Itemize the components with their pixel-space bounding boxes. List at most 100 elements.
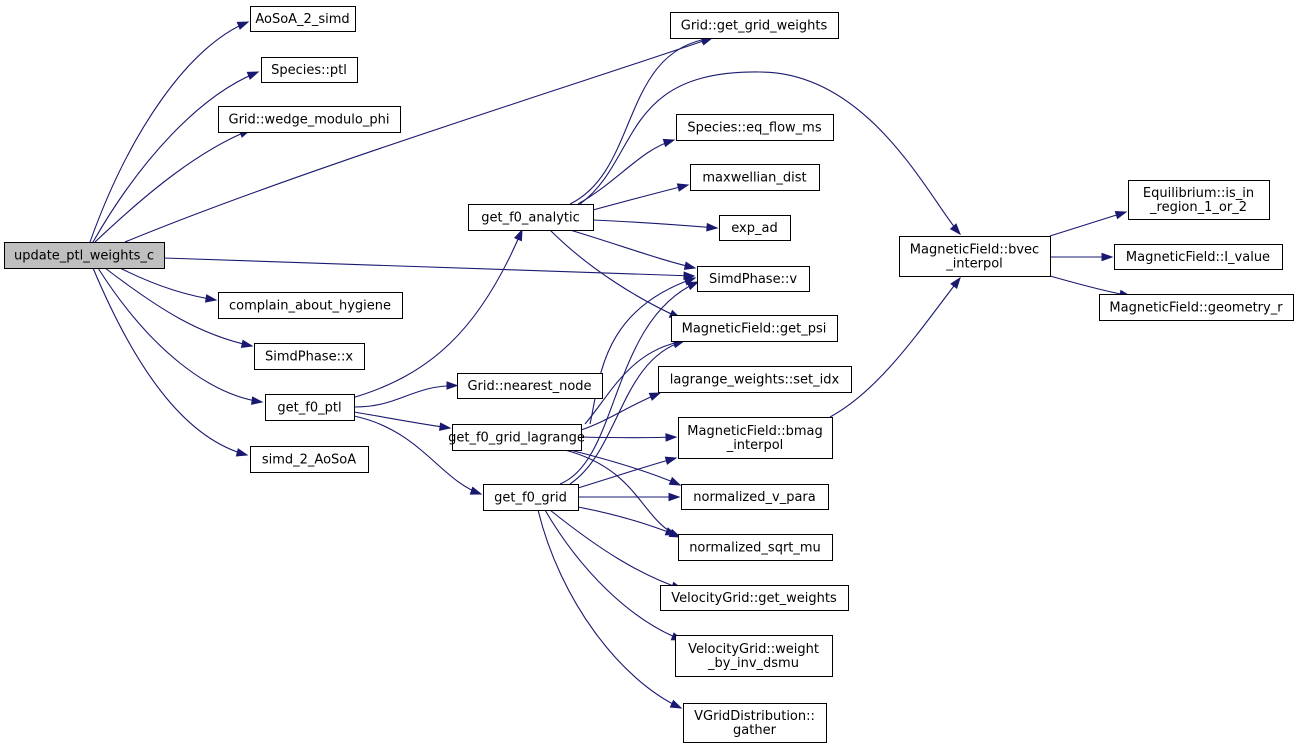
node-simd2aosoa[interactable]: simd_2_AoSoA xyxy=(250,446,369,473)
node-label: Species::eq_flow_ms xyxy=(687,121,821,136)
node-bmag[interactable]: MagneticField::bmag_interpol xyxy=(678,417,833,459)
node-box xyxy=(1099,294,1294,321)
node-nvpara[interactable]: normalized_v_para xyxy=(681,484,829,510)
edge-line xyxy=(92,71,259,243)
edge-root-to-wedge xyxy=(94,129,252,243)
edge-root-to-simd-x xyxy=(104,267,254,349)
node-nearest[interactable]: Grid::nearest_node xyxy=(457,373,603,399)
node-label: MagneticField::geometry_r xyxy=(1109,301,1283,316)
node-root[interactable]: update_ptl_weights_c xyxy=(4,242,165,269)
arrowhead xyxy=(664,527,678,536)
edge-line xyxy=(119,267,217,301)
node-get-psi[interactable]: MagneticField::get_psi xyxy=(671,315,838,342)
node-label: Species::ptl xyxy=(271,63,347,78)
edge-line xyxy=(97,267,263,403)
edge-line xyxy=(1049,211,1127,237)
edge-analytic-to-get-psi xyxy=(549,229,682,319)
node-label: AoSoA_2_simd xyxy=(255,12,349,27)
node-label: MagneticField::get_psi xyxy=(682,322,827,337)
node-box xyxy=(261,57,358,83)
edge-line xyxy=(569,229,696,269)
edge-line xyxy=(353,384,458,408)
arrowhead xyxy=(648,392,662,401)
edge-line xyxy=(580,436,677,439)
edge-line xyxy=(569,449,681,486)
node-box xyxy=(218,292,403,319)
node-exp-ad[interactable]: exp_ad xyxy=(719,215,791,241)
node-analytic[interactable]: get_f0_analytic xyxy=(468,204,594,231)
edge-get-f0-ptl-to-analytic xyxy=(351,228,523,399)
node-complain[interactable]: complain_about_hygiene xyxy=(218,292,403,319)
edge-get-f0-ptl-to-f0grid xyxy=(353,415,483,495)
node-grid-weights[interactable]: Grid::get_grid_weights xyxy=(670,12,839,39)
node-nsqrtmu[interactable]: normalized_sqrt_mu xyxy=(678,534,833,561)
edge-root-to-species-ptl xyxy=(92,71,260,243)
edge-analytic-to-simd-v xyxy=(569,229,697,270)
arrowhead xyxy=(950,276,961,289)
arrowhead xyxy=(251,396,264,405)
node-box xyxy=(4,242,165,269)
node-label: simd_2_AoSoA xyxy=(262,453,356,468)
node-get-f0-ptl[interactable]: get_f0_ptl xyxy=(265,394,355,421)
node-vg-weight-inv[interactable]: VelocityGrid::weight_by_inv_dsmu xyxy=(675,635,833,677)
edge-f0grid-to-bmag xyxy=(577,456,678,489)
edge-line xyxy=(559,281,699,485)
node-vg-weights[interactable]: VelocityGrid::get_weights xyxy=(660,585,849,611)
node-bvec[interactable]: MagneticField::bvec_interpol xyxy=(899,236,1051,277)
edge-lagrange-to-bmag xyxy=(580,433,678,442)
arrowhead xyxy=(668,492,681,502)
node-geometry-r[interactable]: MagneticField::geometry_r xyxy=(1099,294,1294,321)
arrowhead xyxy=(1101,252,1114,262)
edge-lagrange-to-nsqrtmu xyxy=(564,449,682,538)
node-label: Equilibrium::is_in xyxy=(1143,186,1254,201)
arrowhead xyxy=(439,422,452,431)
node-vgd-gather[interactable]: VGridDistribution::gather xyxy=(683,703,827,743)
arrowhead xyxy=(665,433,678,442)
node-simd-x[interactable]: SimdPhase::x xyxy=(254,343,365,370)
edge-line xyxy=(592,219,718,229)
node-label: _interpol xyxy=(945,257,1003,272)
node-box xyxy=(690,164,820,191)
edge-line xyxy=(544,509,683,641)
node-maxwellian[interactable]: maxwellian_dist xyxy=(690,164,820,191)
node-box xyxy=(678,417,833,459)
node-simd-v[interactable]: SimdPhase::v xyxy=(697,266,810,292)
node-box xyxy=(457,373,603,399)
edge-line xyxy=(1049,275,1131,297)
node-box xyxy=(250,446,369,473)
node-aosoa[interactable]: AoSoA_2_simd xyxy=(250,6,356,32)
node-label: get_f0_ptl xyxy=(277,401,341,416)
node-set-idx[interactable]: lagrange_weights::set_idx xyxy=(658,366,852,393)
node-label: complain_about_hygiene xyxy=(229,299,391,314)
arrowhead xyxy=(236,21,250,30)
node-box xyxy=(670,12,839,39)
node-label: get_f0_analytic xyxy=(481,211,580,226)
node-lagrange[interactable]: get_f0_grid_lagrange xyxy=(448,424,585,451)
node-label: gather xyxy=(733,723,777,738)
edge-root-to-aosoa xyxy=(89,21,250,243)
node-box xyxy=(681,484,829,510)
edge-line xyxy=(579,71,961,235)
node-eq-region[interactable]: Equilibrium::is_in_region_1_or_2 xyxy=(1128,180,1270,220)
node-eq-flow[interactable]: Species::eq_flow_ms xyxy=(676,114,834,141)
arrowhead xyxy=(669,699,683,709)
node-label: MagneticField::bmag xyxy=(687,424,822,439)
edge-analytic-to-eq-flow xyxy=(577,138,676,205)
edge-line xyxy=(92,267,248,456)
edge-lagrange-to-set-idx xyxy=(580,392,662,431)
edge-root-to-get-f0-ptl xyxy=(97,267,264,405)
node-wedge[interactable]: Grid::wedge_modulo_phi xyxy=(218,106,401,133)
node-label: _interpol xyxy=(726,438,784,453)
arrowhead xyxy=(668,476,682,486)
arrowhead xyxy=(706,222,719,232)
node-box xyxy=(719,215,791,241)
node-box xyxy=(675,635,833,677)
node-box xyxy=(483,484,579,511)
node-i-value[interactable]: MagneticField::I_value xyxy=(1114,244,1283,270)
arrowhead xyxy=(240,339,254,349)
node-f0grid[interactable]: get_f0_grid xyxy=(483,484,579,511)
node-label: SimdPhase::x xyxy=(265,350,353,365)
node-species-ptl[interactable]: Species::ptl xyxy=(261,57,358,83)
edge-line xyxy=(163,257,695,277)
